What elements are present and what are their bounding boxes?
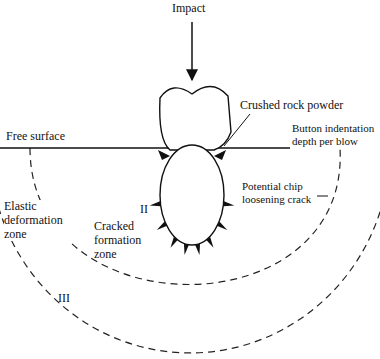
depth-label: Button indentation depth per blow xyxy=(292,122,376,147)
leader-line xyxy=(224,114,250,146)
crack-mark xyxy=(150,201,161,206)
leader-line xyxy=(317,196,328,197)
crushed-powder xyxy=(158,150,170,160)
impact-label: Impact xyxy=(172,2,222,16)
crack-mark xyxy=(206,237,214,248)
powder-label: Crushed rock powder xyxy=(240,99,376,113)
zone-number: III xyxy=(58,292,88,306)
surface-label: Free surface xyxy=(6,130,96,144)
crack-label: Potential chip loosening crack xyxy=(242,180,314,205)
crack-marks xyxy=(150,201,235,255)
impact-arrow xyxy=(191,22,193,80)
zone-label: Cracked formation zone xyxy=(94,220,154,261)
free-surface-line xyxy=(0,147,290,148)
crack-mark xyxy=(171,237,179,248)
crack-mark xyxy=(217,222,227,230)
crack-mark xyxy=(223,201,234,206)
crack-mark xyxy=(184,244,189,255)
crack-mark xyxy=(195,244,200,255)
crack-mark xyxy=(157,222,167,230)
crushed-powder xyxy=(214,150,226,160)
button-insert xyxy=(160,145,224,245)
zone-label: Elastic deformation zone xyxy=(4,200,76,241)
zone-number: II xyxy=(140,203,160,217)
bit-body xyxy=(160,86,231,150)
